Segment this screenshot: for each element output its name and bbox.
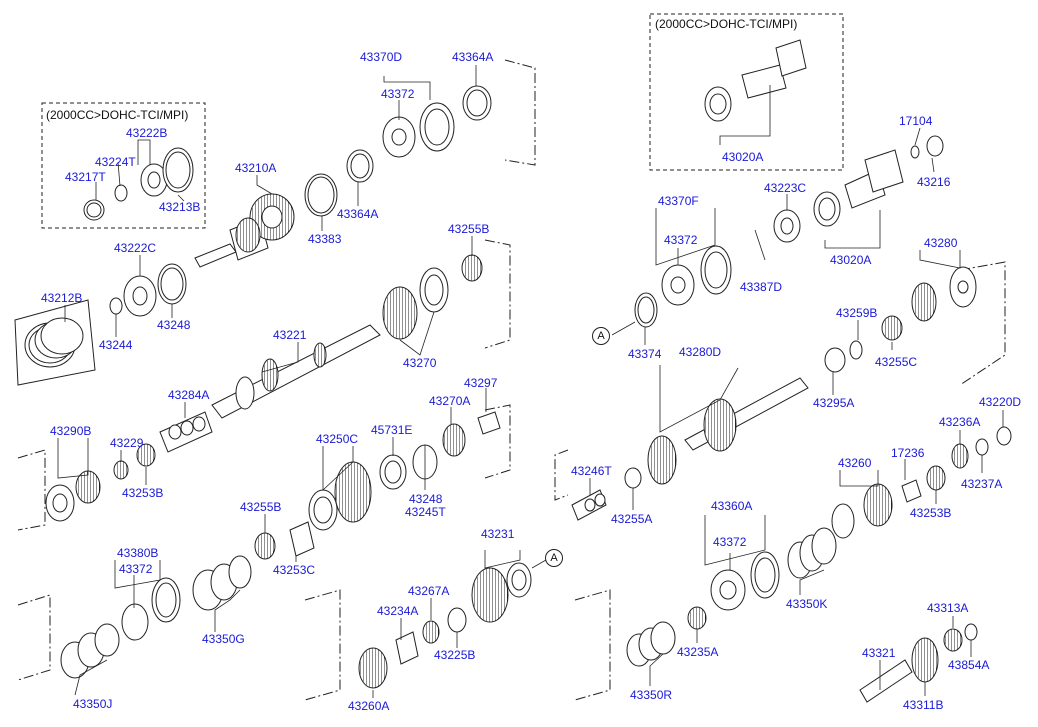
gear-43250c — [308, 411, 501, 531]
part-label[interactable]: 43284A — [168, 388, 210, 402]
reference-marker-a: A — [545, 549, 563, 567]
bearing-variant-left — [83, 147, 194, 221]
part-label[interactable]: 43321 — [862, 646, 896, 660]
part-label[interactable]: 43213B — [159, 200, 201, 214]
part-label[interactable]: 43224T — [95, 155, 136, 169]
part-label[interactable]: 43280 — [924, 236, 958, 250]
part-label[interactable]: 43225B — [434, 648, 476, 662]
part-label[interactable]: 43229 — [110, 436, 144, 450]
part-label[interactable]: 43255B — [240, 500, 282, 514]
part-label[interactable]: 43854A — [948, 658, 990, 672]
part-label[interactable]: 43212B — [41, 291, 83, 305]
part-label[interactable]: 43372 — [119, 562, 153, 576]
gear-43270 — [382, 254, 483, 340]
part-label[interactable]: 43350R — [630, 688, 673, 702]
part-label[interactable]: 43220D — [979, 395, 1022, 409]
part-label[interactable]: 43372 — [664, 233, 698, 247]
reference-marker-a: A — [592, 327, 610, 345]
part-label[interactable]: 43253C — [273, 563, 316, 577]
part-label[interactable]: 17104 — [899, 114, 933, 128]
part-label[interactable]: 43383 — [308, 232, 342, 246]
part-label[interactable]: 43237A — [961, 477, 1003, 491]
part-label[interactable]: 43223C — [764, 181, 807, 195]
part-label[interactable]: 43231 — [481, 527, 515, 541]
part-label[interactable]: 43253B — [910, 506, 952, 520]
leader-lines — [57, 65, 1004, 698]
part-label[interactable]: 43267A — [408, 584, 450, 598]
part-label[interactable]: 43260 — [838, 456, 872, 470]
output-housing-parts — [704, 39, 944, 243]
part-label[interactable]: 43350J — [73, 697, 113, 711]
part-label[interactable]: 43217T — [65, 170, 106, 184]
bearing-set-left — [14, 263, 187, 386]
gear-43290b — [45, 443, 156, 522]
part-label[interactable]: 43370F — [658, 194, 699, 208]
part-label[interactable]: 43364A — [452, 50, 494, 64]
part-label[interactable]: 43222B — [126, 126, 168, 140]
part-label[interactable]: 43234A — [377, 604, 419, 618]
part-label[interactable]: 43370D — [360, 50, 403, 64]
part-label[interactable]: 43210A — [235, 161, 277, 175]
clip-43284a — [159, 411, 213, 453]
part-label[interactable]: 43313A — [927, 601, 969, 615]
part-label[interactable]: 43236A — [939, 415, 981, 429]
part-label[interactable]: 43372 — [381, 87, 415, 101]
part-label[interactable]: 43297 — [464, 376, 498, 390]
part-label[interactable]: 43311B — [903, 698, 944, 712]
part-label[interactable]: 43245T — [405, 505, 446, 519]
part-label[interactable]: 43350K — [786, 597, 828, 611]
part-label[interactable]: 43270A — [429, 394, 471, 408]
part-label[interactable]: 43387D — [740, 280, 783, 294]
lower-right-parts — [571, 426, 1012, 703]
part-label[interactable]: 43255B — [448, 222, 490, 236]
variant-note-left: (2000CC>DOHC-TCI/MPI) — [46, 108, 189, 122]
part-label[interactable]: 17236 — [891, 446, 925, 460]
part-label[interactable]: 45731E — [371, 423, 413, 437]
part-label[interactable]: 43253B — [122, 486, 164, 500]
part-label[interactable]: 43372 — [713, 535, 747, 549]
gear-43231-set — [358, 562, 532, 689]
part-label[interactable]: 43374 — [628, 347, 662, 361]
synchronizer-right — [634, 245, 732, 328]
part-label[interactable]: 43290B — [50, 424, 92, 438]
part-label[interactable]: 43020A — [830, 253, 872, 267]
part-label[interactable]: 43248 — [157, 318, 191, 332]
part-label[interactable]: 43364A — [337, 207, 379, 221]
main-shaft — [211, 324, 381, 419]
part-label[interactable]: 43246T — [571, 464, 612, 478]
part-label[interactable]: 43250C — [316, 432, 359, 446]
part-label[interactable]: 43255C — [875, 355, 918, 369]
part-label[interactable]: 43216 — [917, 175, 951, 189]
part-label[interactable]: 43248 — [409, 492, 443, 506]
part-label[interactable]: 43280D — [679, 345, 722, 359]
synchronizer-upper — [304, 85, 492, 217]
part-label[interactable]: 43295A — [813, 396, 855, 410]
counter-shaft — [647, 266, 977, 485]
part-label[interactable]: 43020A — [722, 150, 764, 164]
part-label[interactable]: 43350G — [202, 632, 245, 646]
part-label[interactable]: 43270 — [403, 356, 437, 370]
part-label[interactable]: 43222C — [114, 241, 157, 255]
part-label[interactable]: 43255A — [611, 512, 653, 526]
variant-box-right — [649, 13, 844, 171]
dashed-frames — [17, 59, 1006, 701]
variant-note-right: (2000CC>DOHC-TCI/MPI) — [655, 17, 798, 31]
input-shaft — [194, 193, 295, 268]
part-label[interactable]: 43221 — [273, 328, 307, 342]
lower-middle-parts — [60, 521, 315, 679]
variant-box-left — [41, 102, 206, 229]
part-label[interactable]: 43260A — [348, 699, 390, 713]
part-label[interactable]: 43244 — [99, 338, 133, 352]
part-label[interactable]: 43380B — [117, 546, 159, 560]
part-label[interactable]: 43259B — [836, 306, 878, 320]
part-label[interactable]: 43235A — [677, 645, 719, 659]
part-label[interactable]: 43360A — [711, 499, 753, 513]
